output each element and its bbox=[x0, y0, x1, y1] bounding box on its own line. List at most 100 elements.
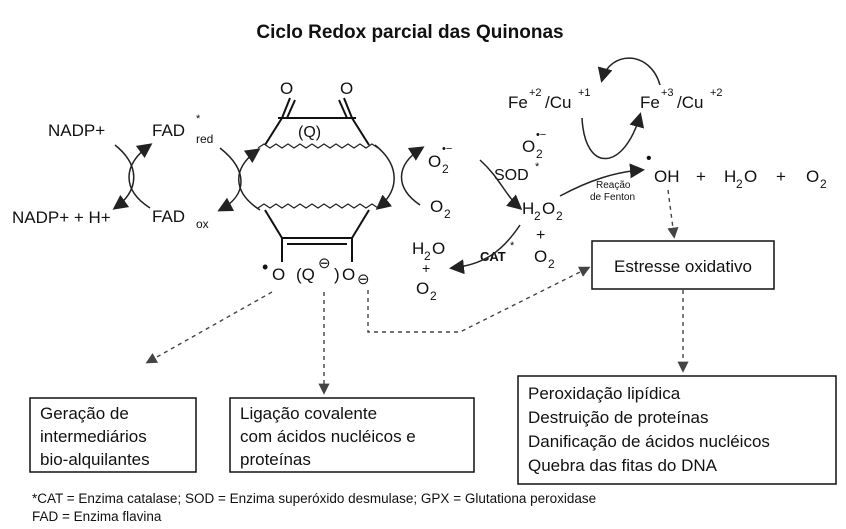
svg-text:*: * bbox=[510, 240, 515, 252]
svg-text:O: O bbox=[522, 137, 535, 156]
alkyl-box bbox=[29, 397, 197, 473]
h2o2-label: H 2 O 2 bbox=[522, 199, 563, 223]
fenton-arrow bbox=[559, 163, 645, 197]
svg-text:⊖: ⊖ bbox=[357, 271, 370, 288]
svg-text:H: H bbox=[522, 199, 534, 218]
quinone-o2-arrow bbox=[374, 144, 395, 210]
alkyl-line-3: bio-alquilantes bbox=[40, 450, 150, 469]
fad-cycle-arrow bbox=[128, 143, 153, 209]
o2-superoxide-arrow bbox=[400, 146, 425, 206]
svg-text:Fe: Fe bbox=[508, 93, 528, 112]
covalent-box bbox=[229, 397, 475, 473]
fe-cycle-bottom-arrow bbox=[581, 112, 645, 160]
effect-1: Peroxidação lipídica bbox=[528, 384, 681, 403]
superoxide-right: O 2 •− bbox=[522, 129, 546, 161]
water-oxygen-left: H 2 O + O 2 bbox=[412, 239, 445, 303]
svg-text:*: * bbox=[196, 113, 201, 125]
svg-text:O: O bbox=[342, 265, 355, 284]
fe2-cu1-label: Fe +2 /Cu +1 bbox=[508, 87, 591, 112]
svg-text:2: 2 bbox=[548, 257, 555, 271]
svg-text:+: + bbox=[776, 167, 786, 186]
catalase-label: CAT * bbox=[480, 240, 515, 264]
stress-label: Estresse oxidativo bbox=[614, 257, 752, 276]
svg-text:FAD: FAD bbox=[152, 207, 185, 226]
svg-text:OH: OH bbox=[654, 167, 680, 186]
covalent-line-1: Ligação covalente bbox=[240, 404, 377, 423]
fe3-cu2-label: Fe +3 /Cu +2 bbox=[640, 87, 723, 112]
radical-to-stress-dash bbox=[367, 266, 591, 333]
svg-text:): ) bbox=[334, 265, 340, 284]
fenton-label-line2: de Fenton bbox=[590, 192, 635, 203]
svg-text:2: 2 bbox=[430, 289, 437, 303]
svg-text:O: O bbox=[272, 265, 285, 284]
svg-text:2: 2 bbox=[442, 162, 449, 176]
svg-text:red: red bbox=[196, 132, 213, 146]
diagram-title: Ciclo Redox parcial das Quinonas bbox=[256, 22, 563, 43]
quinone-molecule: O O (Q) bbox=[257, 79, 379, 149]
svg-text:•−: •− bbox=[536, 129, 546, 141]
fad-ox-label: FAD ox bbox=[152, 207, 209, 231]
fenton-label-line1: Reação bbox=[596, 180, 631, 191]
svg-text:2: 2 bbox=[736, 177, 743, 191]
svg-text:O: O bbox=[428, 152, 441, 171]
oxygen-bottom: O 2 bbox=[534, 247, 555, 271]
svg-text:H: H bbox=[412, 239, 424, 258]
svg-text:O: O bbox=[280, 79, 293, 98]
fad-red-label: FAD * red bbox=[152, 113, 213, 146]
svg-text:O: O bbox=[744, 167, 757, 186]
effect-3: Danificação de ácidos nucléicos bbox=[528, 432, 770, 451]
svg-text:O: O bbox=[432, 239, 445, 258]
fad-quinone-arrow bbox=[217, 147, 242, 212]
svg-text:O: O bbox=[806, 167, 819, 186]
effects-box bbox=[517, 375, 837, 485]
svg-text:(Q: (Q bbox=[296, 265, 315, 284]
footnote-line-2: FAD = Enzima flavina bbox=[32, 509, 162, 524]
svg-text:H: H bbox=[724, 167, 736, 186]
catalase-arrow bbox=[449, 224, 521, 275]
fe-cycle-top-arrow bbox=[597, 57, 661, 86]
svg-text:O: O bbox=[430, 197, 443, 216]
svg-text:+1: +1 bbox=[578, 87, 591, 99]
svg-text:O: O bbox=[340, 79, 353, 98]
effect-2: Destruição de proteínas bbox=[528, 408, 709, 427]
svg-text:Fe: Fe bbox=[640, 93, 660, 112]
stress-box bbox=[591, 240, 775, 290]
nadp-plus-label: NADP+ bbox=[48, 121, 105, 140]
svg-text:•: • bbox=[646, 150, 652, 167]
svg-text:2: 2 bbox=[820, 177, 827, 191]
nadp-h-label: NADP+ + H+ bbox=[12, 208, 111, 227]
covalent-line-3: proteínas bbox=[240, 450, 311, 469]
svg-text:•−: •− bbox=[442, 143, 452, 155]
semiquinone-molecule: • O (Q ⊖ ) O ⊖ bbox=[257, 203, 379, 288]
sod-arrow bbox=[479, 159, 523, 210]
svg-text:+2: +2 bbox=[710, 87, 723, 99]
svg-text:⊖: ⊖ bbox=[318, 255, 331, 272]
covalent-line-2: com ácidos nucléicos e bbox=[240, 427, 416, 446]
oh-to-stress-dash bbox=[667, 189, 679, 239]
svg-text:2: 2 bbox=[534, 209, 541, 223]
svg-text:ox: ox bbox=[196, 217, 209, 231]
svg-text:+: + bbox=[422, 260, 430, 276]
svg-text:/Cu: /Cu bbox=[677, 93, 703, 112]
svg-text:FAD: FAD bbox=[152, 121, 185, 140]
svg-text:/Cu: /Cu bbox=[545, 93, 571, 112]
svg-text:CAT: CAT bbox=[480, 249, 506, 264]
svg-text:SOD: SOD bbox=[494, 167, 529, 184]
svg-text:*: * bbox=[535, 161, 540, 173]
svg-text:+2: +2 bbox=[529, 87, 542, 99]
svg-text:2: 2 bbox=[424, 249, 431, 263]
alkyl-line-1: Geração de bbox=[40, 404, 129, 423]
sod-label: SOD * bbox=[494, 161, 540, 184]
nadp-cycle-arrow bbox=[112, 144, 135, 210]
svg-text:2: 2 bbox=[444, 207, 451, 221]
svg-text:+3: +3 bbox=[661, 87, 674, 99]
svg-text:2: 2 bbox=[556, 209, 563, 223]
alkyl-line-2: intermediários bbox=[40, 427, 147, 446]
svg-text:O: O bbox=[534, 247, 547, 266]
svg-text:+: + bbox=[696, 167, 706, 186]
radical-to-alkyl-dash bbox=[145, 291, 273, 364]
footnote-line-1: *CAT = Enzima catalase; SOD = Enzima sup… bbox=[32, 491, 596, 506]
hydroxyl-products: • OH + H 2 O + O 2 bbox=[646, 150, 827, 191]
svg-text:O: O bbox=[416, 279, 429, 298]
